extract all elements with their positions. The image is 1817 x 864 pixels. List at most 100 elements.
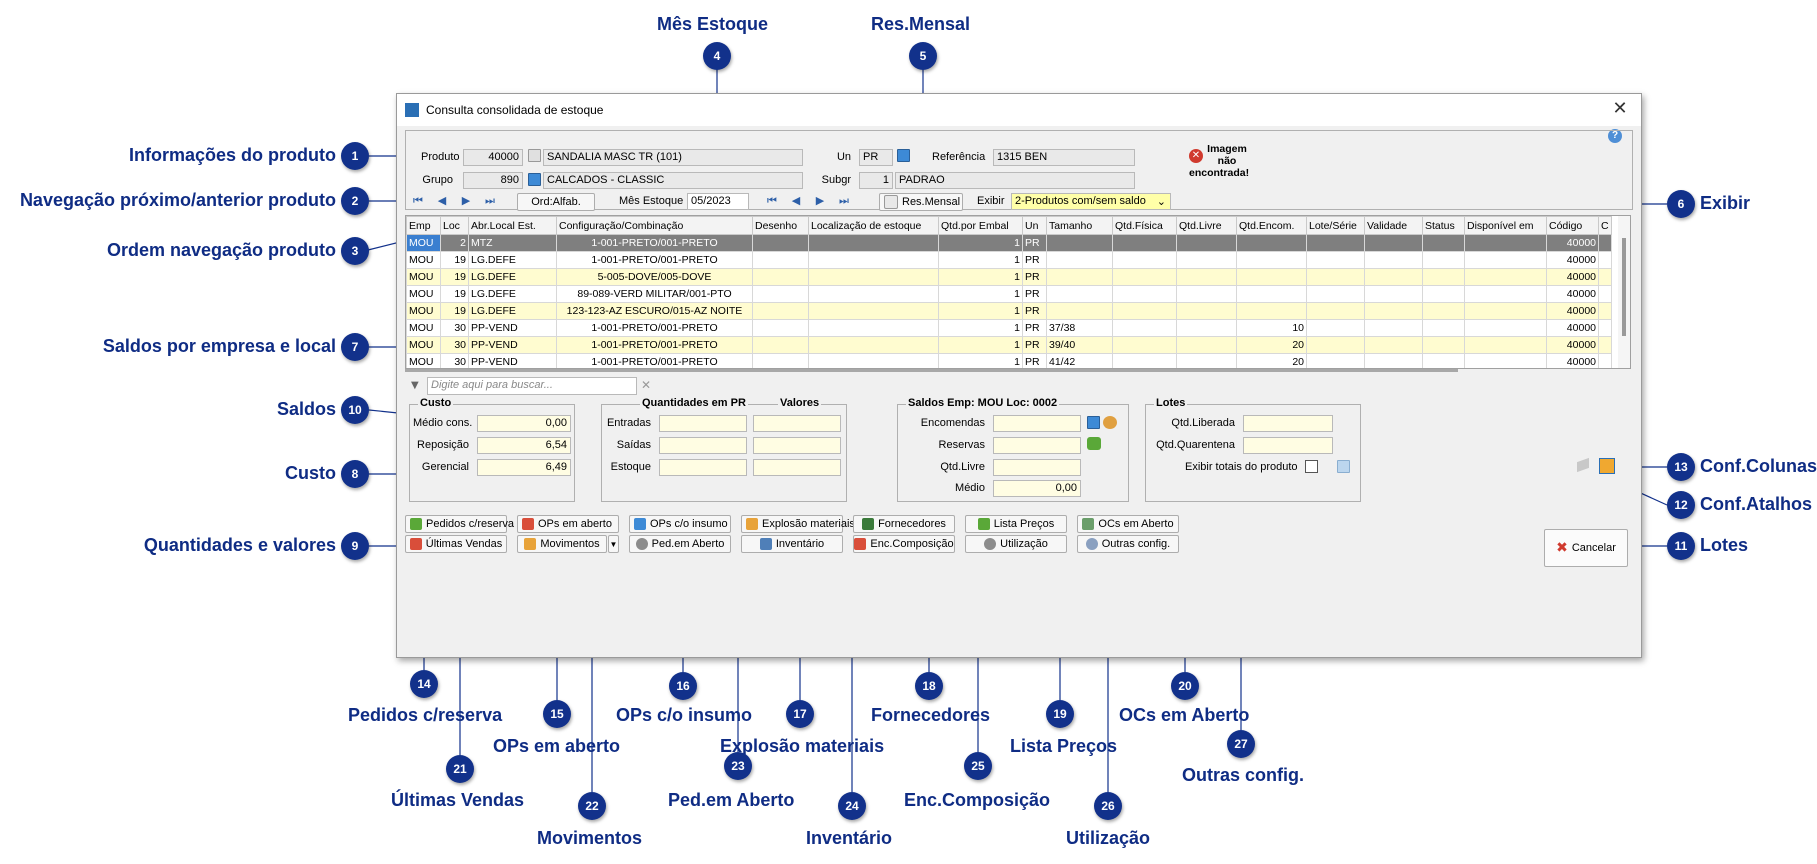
callout-badge-10: 10 xyxy=(341,396,369,424)
table-cell: 30 xyxy=(440,353,469,368)
filter-icon[interactable]: ▼ xyxy=(411,380,419,391)
callout-label-inventario: Inventário xyxy=(806,828,893,848)
table-cell xyxy=(1112,285,1177,303)
last-product-icon[interactable]: ⏭ xyxy=(485,194,495,207)
pedidos-reserva-button[interactable]: Pedidos c/reserva xyxy=(405,515,514,533)
callout-label-navegacao: Navegação próximo/anterior produto xyxy=(19,190,336,210)
utilizacao-button[interactable]: Utilização xyxy=(965,535,1067,553)
ocs-aberto-button[interactable]: OCs em Aberto xyxy=(1077,515,1179,533)
column-header[interactable]: Loc xyxy=(440,216,469,235)
prev-product-icon[interactable]: ◀ xyxy=(437,194,447,207)
column-header[interactable]: Código xyxy=(1546,216,1599,235)
column-header[interactable]: Qtd.Encom. xyxy=(1236,216,1307,235)
tree-icon xyxy=(746,518,758,530)
ultimas-vendas-button[interactable]: Últimas Vendas xyxy=(405,535,507,553)
table-cell: 1 xyxy=(938,285,1023,303)
ops-insumo-button[interactable]: OPs c/o insumo xyxy=(629,515,731,533)
column-header[interactable]: Disponível em xyxy=(1464,216,1547,235)
column-header[interactable]: Abr.Local Est. xyxy=(468,216,557,235)
prev-month-icon[interactable]: ◀ xyxy=(791,194,801,207)
sales-icon xyxy=(409,538,422,550)
un-field[interactable]: PR xyxy=(859,149,893,166)
mes-estoque-field[interactable]: 05/2023 xyxy=(687,193,749,210)
grid-search-input[interactable]: Digite aqui para buscar... xyxy=(427,377,637,395)
next-product-icon[interactable]: ▶ xyxy=(461,194,471,207)
column-header[interactable]: C xyxy=(1598,216,1612,235)
column-header[interactable]: Localização de estoque xyxy=(808,216,939,235)
outras-config-button[interactable]: Outras config. xyxy=(1077,535,1179,553)
conf-atalhos-icon[interactable] xyxy=(1577,457,1589,473)
ped-aberto-button[interactable]: Ped.em Aberto xyxy=(629,535,731,553)
enc-composicao-button[interactable]: Enc.Composição xyxy=(853,535,955,553)
movimentos-button[interactable]: Movimentos xyxy=(517,535,607,553)
produto-code-field[interactable]: 40000 xyxy=(463,149,523,166)
callout-badge-15: 15 xyxy=(543,700,571,728)
close-button[interactable]: ✕ xyxy=(1612,98,1628,119)
column-header[interactable]: Tamanho xyxy=(1046,216,1113,235)
ops-aberto-button[interactable]: OPs em aberto xyxy=(517,515,619,533)
handshake-icon[interactable] xyxy=(1103,416,1117,429)
movimentos-dropdown[interactable]: ▼ xyxy=(608,535,619,553)
next-month-icon[interactable]: ▶ xyxy=(815,194,825,207)
last-month-icon[interactable]: ⏭ xyxy=(839,194,849,207)
table-cell: 30 xyxy=(440,336,469,354)
encomendas-list-icon[interactable] xyxy=(1087,416,1100,429)
column-header[interactable]: Qtd.Física xyxy=(1112,216,1177,235)
un-lookup-icon[interactable] xyxy=(897,149,910,162)
cancel-button[interactable]: ✖Cancelar xyxy=(1544,529,1628,567)
table-cell xyxy=(1598,234,1612,252)
lista-precos-button[interactable]: Lista Preços xyxy=(965,515,1067,533)
exibir-totais-checkbox[interactable] xyxy=(1305,460,1318,473)
column-header[interactable]: Emp xyxy=(406,216,441,235)
column-header[interactable]: Desenho xyxy=(752,216,809,235)
table-cell: 39/40 xyxy=(1046,336,1113,354)
ord-alfab-button[interactable]: Ord:Alfab. xyxy=(517,193,595,211)
column-header[interactable]: Configuração/Combinação xyxy=(556,216,753,235)
subgr-code-field[interactable]: 1 xyxy=(859,172,893,189)
mes-estoque-label: Mês Estoque xyxy=(619,195,684,207)
grupo-lookup-icon[interactable] xyxy=(528,173,541,186)
first-product-icon[interactable]: ⏮ xyxy=(413,194,423,207)
res-mensal-button[interactable]: Res.Mensal xyxy=(879,193,963,211)
table-cell xyxy=(1236,234,1307,252)
column-header[interactable]: Qtd.Livre xyxy=(1176,216,1237,235)
callout-label-ultimas-vendas: Últimas Vendas xyxy=(391,790,525,810)
encomendas-label: Encomendas xyxy=(920,417,985,429)
first-month-icon[interactable]: ⏮ xyxy=(767,194,777,207)
table-cell xyxy=(1112,234,1177,252)
column-header[interactable]: Lote/Série xyxy=(1306,216,1365,235)
reservas-people-icon[interactable] xyxy=(1087,437,1101,450)
encomendas-field xyxy=(993,415,1081,432)
column-header[interactable]: Validade xyxy=(1364,216,1423,235)
scroll-thumb[interactable] xyxy=(1622,238,1626,336)
inventario-button[interactable]: Inventário xyxy=(741,535,843,553)
column-header[interactable]: Un xyxy=(1022,216,1047,235)
explosao-materiais-button[interactable]: Explosão materiais xyxy=(741,515,855,533)
callout-badge-23: 23 xyxy=(724,752,752,780)
grid-vertical-scrollbar[interactable] xyxy=(1618,216,1630,368)
callout-badge-14: 14 xyxy=(410,670,438,698)
column-header[interactable]: Qtd.por Embal xyxy=(938,216,1023,235)
callout-badge-6: 6 xyxy=(1667,190,1695,218)
callout-label-ops-insumo: OPs c/o insumo xyxy=(616,705,753,725)
column-header[interactable]: Status xyxy=(1422,216,1465,235)
fornecedores-button[interactable]: Fornecedores xyxy=(853,515,955,533)
conf-colunas-icon[interactable] xyxy=(1599,458,1615,474)
grupo-code-field[interactable]: 890 xyxy=(463,172,523,189)
search-icon[interactable] xyxy=(528,149,541,162)
grid-horizontal-scrollbar[interactable] xyxy=(405,369,1458,372)
table-cell xyxy=(808,353,939,368)
callout-badge-21: 21 xyxy=(446,755,474,783)
clear-search-icon[interactable]: ✕ xyxy=(641,378,652,392)
lotes-detail-icon[interactable] xyxy=(1337,460,1350,473)
exibir-select[interactable]: 2-Produtos com/sem saldo ⌄ xyxy=(1011,193,1171,210)
help-icon[interactable]: ? xyxy=(1608,129,1622,143)
